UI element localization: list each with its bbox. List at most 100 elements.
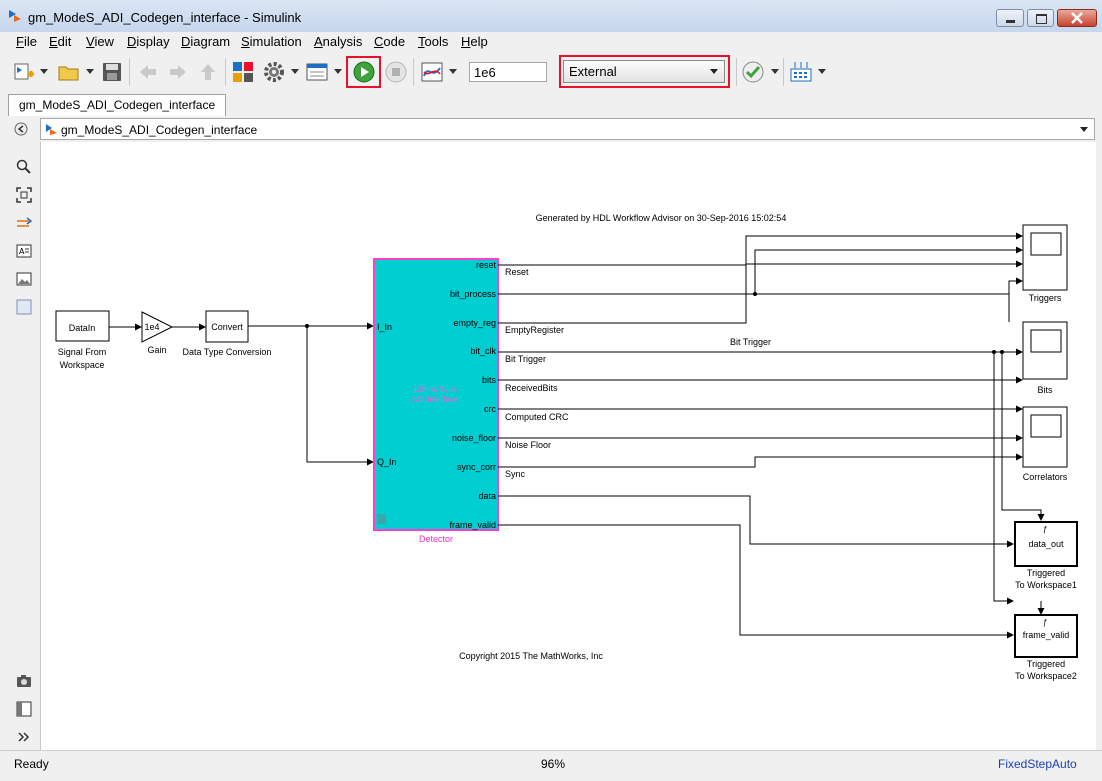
forward-arrow-icon[interactable] bbox=[166, 60, 190, 84]
block-diagram: Generated by HDL Workflow Advisor on 30-… bbox=[55, 213, 1078, 681]
status-bar: Ready 96% FixedStepAuto bbox=[0, 750, 1102, 781]
menu-diagram[interactable]: Diagram bbox=[181, 34, 231, 49]
menu-bar: File Edit View Display Diagram Simulatio… bbox=[0, 32, 1102, 52]
signal-from-workspace-block[interactable] bbox=[55, 310, 110, 342]
hide-browser-icon[interactable] bbox=[14, 122, 28, 136]
generated-note: Generated by HDL Workflow Advisor on 30-… bbox=[536, 213, 787, 223]
toolbar: 1e6 External bbox=[0, 52, 1102, 93]
menu-display[interactable]: Display bbox=[127, 34, 170, 49]
open-folder-icon[interactable] bbox=[57, 60, 81, 84]
menu-analysis[interactable]: Analysis bbox=[314, 34, 363, 49]
copyright-note: Copyright 2015 The MathWorks, Inc bbox=[459, 651, 603, 661]
source-block-caption2: Workspace bbox=[60, 360, 105, 370]
gear-icon[interactable] bbox=[262, 60, 286, 84]
build-icon[interactable] bbox=[789, 60, 813, 84]
convert-block-text: Convert bbox=[211, 322, 243, 332]
port-label: bit_clk bbox=[470, 346, 496, 356]
tab-model[interactable]: gm_ModeS_ADI_Codegen_interface bbox=[8, 94, 227, 117]
simulink-model-icon bbox=[46, 124, 57, 135]
area-icon[interactable] bbox=[16, 299, 32, 315]
run-icon[interactable] bbox=[352, 60, 376, 84]
model-browser-icon[interactable] bbox=[16, 701, 32, 717]
signal-label: Noise Floor bbox=[505, 440, 551, 450]
port-label: noise_floor bbox=[452, 433, 496, 443]
up-arrow-icon[interactable] bbox=[196, 60, 220, 84]
maximize-button[interactable] bbox=[1027, 9, 1054, 27]
subsystem-mask-icon bbox=[377, 514, 386, 524]
ws1-caption: Triggered bbox=[1027, 568, 1065, 578]
signal-label: Bit Trigger bbox=[505, 354, 546, 364]
port-label: sync_corr bbox=[457, 462, 496, 472]
new-model-icon[interactable] bbox=[12, 60, 36, 84]
image-icon[interactable] bbox=[16, 271, 32, 287]
minimize-button[interactable] bbox=[996, 9, 1024, 27]
annotation-icon[interactable]: A bbox=[16, 243, 32, 259]
menu-edit[interactable]: Edit bbox=[49, 34, 72, 49]
detector-inner-text: 100ms Sync bbox=[413, 385, 457, 394]
breadcrumb-model[interactable]: gm_ModeS_ADI_Codegen_interface bbox=[61, 123, 258, 137]
triggered-to-workspace2-block[interactable] bbox=[1014, 614, 1078, 658]
ws2-block-text: frame_valid bbox=[1023, 630, 1070, 640]
model-explorer-icon[interactable] bbox=[305, 60, 329, 84]
arrow-icon[interactable] bbox=[16, 215, 32, 231]
close-button[interactable] bbox=[1057, 9, 1097, 27]
port-label: data bbox=[478, 491, 496, 501]
menu-file[interactable]: File bbox=[16, 34, 37, 49]
port-label: bit_process bbox=[450, 289, 497, 299]
source-block-caption: Signal From bbox=[58, 347, 107, 357]
ws1-caption2: To Workspace1 bbox=[1015, 580, 1077, 590]
chevron-down-icon[interactable] bbox=[771, 69, 779, 74]
signal-label: ReceivedBits bbox=[505, 383, 558, 393]
signal-label: Bit Trigger bbox=[730, 337, 771, 347]
signal-label: Reset bbox=[505, 267, 529, 277]
branch-point bbox=[305, 324, 309, 328]
chevron-down-icon[interactable] bbox=[86, 69, 94, 74]
gain-block-caption: Gain bbox=[147, 345, 166, 355]
stop-icon[interactable] bbox=[384, 60, 408, 84]
chevron-down-icon bbox=[710, 69, 718, 74]
port-label: bits bbox=[482, 375, 497, 385]
chevron-down-icon[interactable] bbox=[291, 69, 299, 74]
ws1-block-text: data_out bbox=[1028, 539, 1064, 549]
port-label: frame_valid bbox=[449, 520, 496, 530]
chevron-down-icon[interactable] bbox=[1080, 127, 1088, 132]
sim-mode-highlight bbox=[559, 55, 730, 88]
port-label: reset bbox=[476, 260, 497, 270]
ws2-caption2: To Workspace2 bbox=[1015, 671, 1077, 681]
back-arrow-icon[interactable] bbox=[136, 60, 160, 84]
scope-caption: Correlators bbox=[1023, 472, 1068, 482]
expand-icon[interactable] bbox=[16, 729, 32, 745]
menu-view[interactable]: View bbox=[86, 34, 114, 49]
scope-data-inspector-icon[interactable] bbox=[420, 60, 444, 84]
simulation-mode-select[interactable]: External bbox=[563, 60, 725, 83]
branch-point bbox=[753, 292, 757, 296]
model-advisor-check-icon[interactable] bbox=[741, 60, 765, 84]
library-browser-icon[interactable] bbox=[231, 60, 255, 84]
chevron-down-icon[interactable] bbox=[40, 69, 48, 74]
menu-simulation[interactable]: Simulation bbox=[241, 34, 302, 49]
menu-tools[interactable]: Tools bbox=[418, 34, 449, 49]
detector-block[interactable] bbox=[373, 258, 499, 531]
signal-label: Computed CRC bbox=[505, 412, 569, 422]
gain-block[interactable] bbox=[141, 311, 174, 343]
camera-icon[interactable] bbox=[16, 673, 32, 689]
zoom-icon[interactable] bbox=[16, 159, 32, 175]
branch-point bbox=[1000, 350, 1004, 354]
window-title: gm_ModeS_ADI_Codegen_interface - Simulin… bbox=[28, 10, 302, 25]
chevron-down-icon[interactable] bbox=[818, 69, 826, 74]
signal-label: EmptyRegister bbox=[505, 325, 564, 335]
status-text: Ready bbox=[14, 757, 49, 771]
save-icon[interactable] bbox=[100, 60, 124, 84]
stop-time-input[interactable]: 1e6 bbox=[469, 62, 547, 82]
menu-help[interactable]: Help bbox=[461, 34, 488, 49]
svg-text:A: A bbox=[19, 247, 25, 256]
menu-code[interactable]: Code bbox=[374, 34, 406, 49]
fit-to-view-icon[interactable] bbox=[16, 187, 32, 203]
breadcrumb[interactable]: gm_ModeS_ADI_Codegen_interface bbox=[40, 118, 1095, 140]
detector-inner-text2: ADI Interface bbox=[412, 395, 459, 404]
model-canvas[interactable]: Generated by HDL Workflow Advisor on 30-… bbox=[40, 142, 1096, 750]
triggered-to-workspace1-block[interactable] bbox=[1014, 521, 1078, 567]
chevron-down-icon[interactable] bbox=[449, 69, 457, 74]
solver-link[interactable]: FixedStepAuto bbox=[998, 757, 1077, 771]
chevron-down-icon[interactable] bbox=[334, 69, 342, 74]
